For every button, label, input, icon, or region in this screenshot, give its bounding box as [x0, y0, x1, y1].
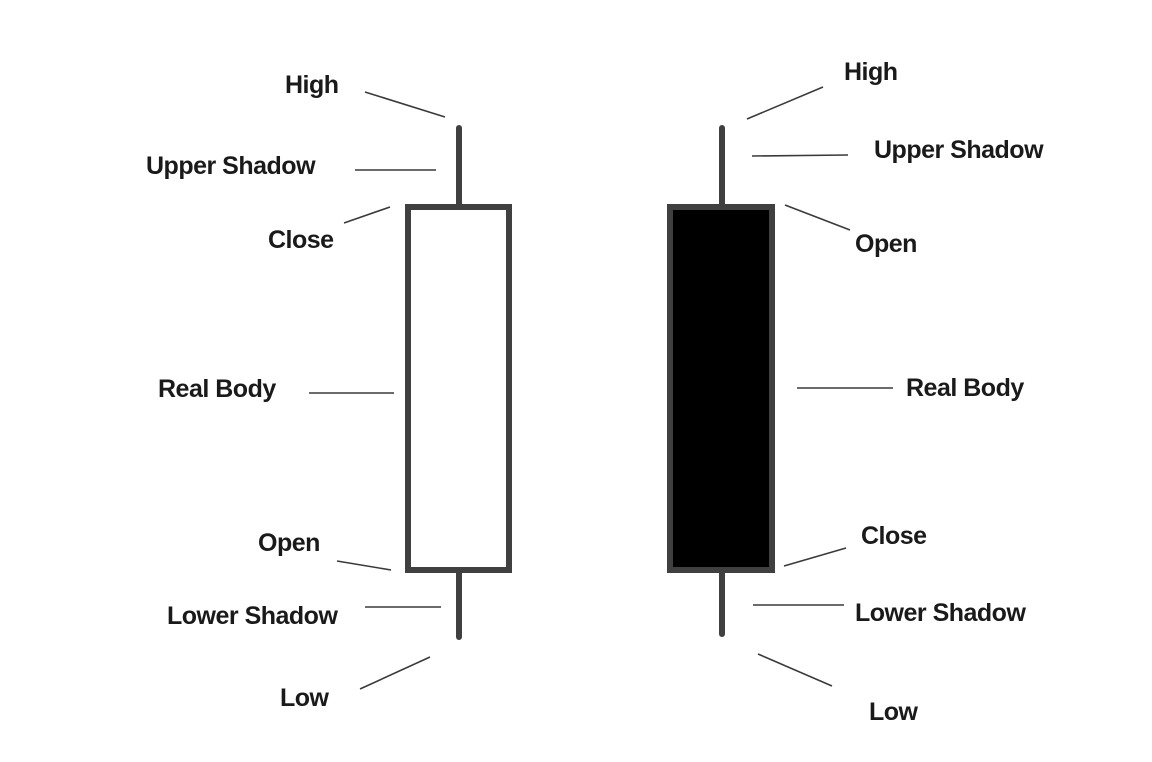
bullish-candle: [405, 125, 512, 640]
bullish-low-leader: [359, 656, 431, 690]
bullish-upper-shadow-label: Upper Shadow: [146, 152, 316, 180]
bearish-close-leader: [783, 547, 847, 567]
bullish-low-label: Low: [280, 684, 330, 712]
bullish-real-body-label: Real Body: [158, 375, 276, 403]
bearish-low-leader: [757, 653, 833, 687]
bullish-real-body: [405, 204, 512, 573]
bullish-close-leader: [343, 206, 391, 224]
bearish-candle: [667, 125, 775, 637]
bearish-lower-shadow-label: Lower Shadow: [855, 599, 1026, 627]
bearish-upper-shadow-label: Upper Shadow: [874, 136, 1044, 164]
bearish-close-label: Close: [861, 522, 927, 550]
bearish-low-label: Low: [869, 698, 919, 726]
bearish-high-leader: [746, 86, 824, 120]
bullish-close-label: Close: [268, 226, 334, 254]
bullish-open-label: Open: [258, 529, 320, 557]
bearish-open-leader: [784, 204, 851, 231]
bullish-high-label: High: [285, 71, 339, 99]
bearish-real-body: [667, 204, 775, 573]
bearish-high-label: High: [844, 58, 898, 86]
bearish-real-body-label: Real Body: [906, 374, 1024, 402]
bullish-high-leader: [364, 91, 446, 118]
bullish-lower-shadow-label: Lower Shadow: [167, 602, 338, 630]
bearish-open-label: Open: [855, 230, 917, 258]
bullish-annotations: High Upper Shadow Close Real Body Open L…: [146, 71, 446, 712]
bearish-upper-shadow-leader: [751, 154, 849, 157]
bullish-open-leader: [336, 560, 392, 571]
bearish-annotations: High Upper Shadow Open Real Body Close L…: [746, 58, 1045, 726]
